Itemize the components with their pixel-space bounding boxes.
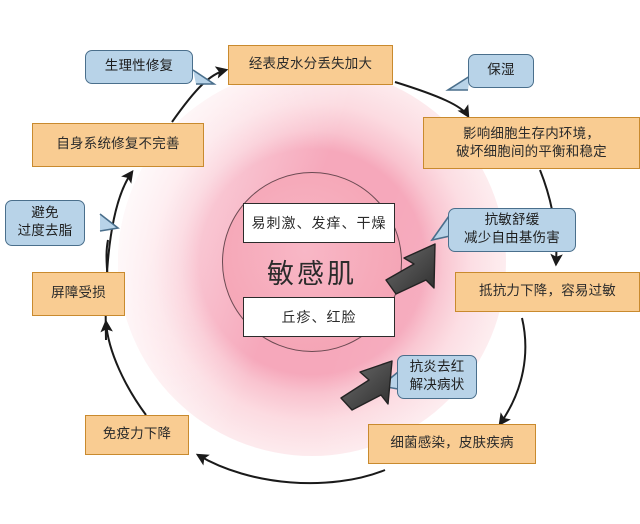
node-cell-environment-line1: 影响细胞生存内环境， bbox=[463, 125, 600, 142]
node-resistance-down[interactable]: 抵抗力下降，容易过敏 bbox=[455, 272, 640, 312]
node-immunity-down[interactable]: 免疫力下降 bbox=[85, 415, 189, 455]
callout-avoid-degreasing[interactable]: 避免 过度去脂 bbox=[5, 200, 85, 246]
node-cell-environment-line2: 破坏细胞间的平衡和稳定 bbox=[456, 144, 607, 160]
callout-avoid-degreasing-line2: 过度去脂 bbox=[17, 223, 73, 239]
callout-anti-inflammatory[interactable]: 抗炎去红 解决病状 bbox=[397, 355, 477, 399]
callout-anti-allergy[interactable]: 抗敏舒缓 减少自由基伤害 bbox=[448, 208, 576, 252]
callout-anti-allergy-line1: 抗敏舒缓 bbox=[484, 212, 540, 229]
node-bacterial-infection[interactable]: 细菌感染，皮肤疾病 bbox=[368, 424, 536, 464]
callout-anti-inflammatory-line1: 抗炎去红 bbox=[409, 359, 465, 376]
callout-anti-allergy-line2: 减少自由基伤害 bbox=[464, 230, 560, 246]
callout-moisturize[interactable]: 保湿 bbox=[468, 54, 534, 88]
center-symptom-box-bottom: 丘疹、红脸 bbox=[243, 297, 395, 337]
callout-physiological-repair[interactable]: 生理性修复 bbox=[85, 50, 193, 84]
node-cell-environment[interactable]: 影响细胞生存内环境， 破坏细胞间的平衡和稳定 bbox=[423, 117, 640, 169]
node-barrier-damaged[interactable]: 屏障受损 bbox=[32, 272, 125, 316]
center-symptom-box-top: 易刺激、发痒、干燥 bbox=[243, 203, 395, 243]
callout-avoid-degreasing-line1: 避免 bbox=[31, 205, 59, 222]
node-tewl[interactable]: 经表皮水分丢失加大 bbox=[228, 45, 393, 85]
node-self-repair-incomplete[interactable]: 自身系统修复不完善 bbox=[32, 123, 204, 167]
center-title: 敏感肌 bbox=[267, 259, 357, 290]
callout-anti-inflammatory-line2: 解决病状 bbox=[409, 377, 465, 393]
